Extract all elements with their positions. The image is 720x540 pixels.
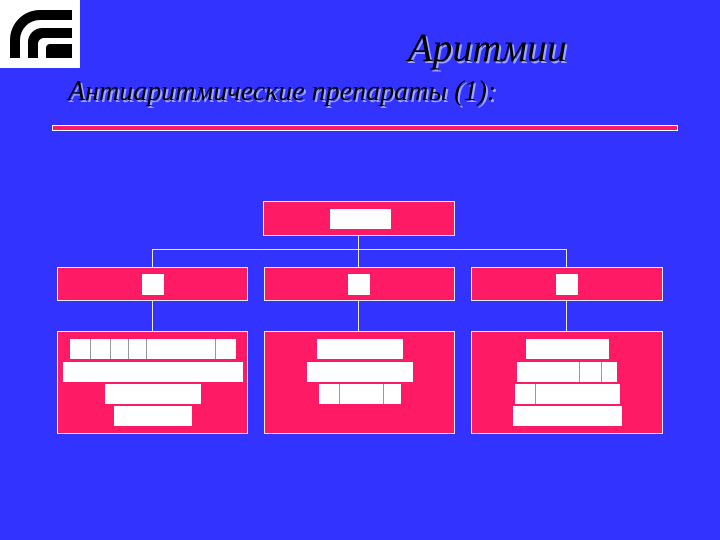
root-label (330, 209, 391, 229)
drug-item (513, 406, 622, 426)
drug-item (70, 339, 236, 359)
concentric-arcs-logo-icon (10, 10, 72, 58)
drug-item (114, 406, 192, 426)
drug-item (105, 384, 201, 404)
drug-item (517, 362, 617, 382)
logo (0, 0, 80, 68)
drug-item (319, 384, 401, 404)
drug-item (317, 339, 403, 359)
drug-item (63, 362, 243, 382)
connector-root-down (358, 235, 359, 249)
title-underline (52, 125, 678, 131)
connector-to-class-1 (152, 249, 153, 267)
class-label-2 (348, 274, 370, 295)
drug-item (526, 339, 609, 359)
connector-class-3-down (566, 300, 567, 331)
connector-horizontal (152, 249, 567, 250)
connector-class-2-down (358, 300, 359, 331)
connector-to-class-2 (358, 249, 359, 267)
slide-subtitle: Антиаритмические препараты (1): (68, 76, 497, 107)
slide-title: Аритмии (408, 25, 567, 70)
drug-box-1 (57, 331, 248, 434)
class-box-1 (57, 267, 248, 301)
drug-box-2 (264, 331, 455, 434)
class-label-1 (142, 274, 164, 295)
class-label-3 (556, 274, 578, 295)
connector-class-1-down (152, 300, 153, 331)
drug-item (515, 384, 620, 404)
drug-box-3 (471, 331, 663, 434)
connector-to-class-3 (566, 249, 567, 267)
root-box (263, 201, 455, 236)
drug-item (307, 362, 413, 382)
class-box-3 (471, 267, 663, 301)
class-box-2 (264, 267, 455, 301)
